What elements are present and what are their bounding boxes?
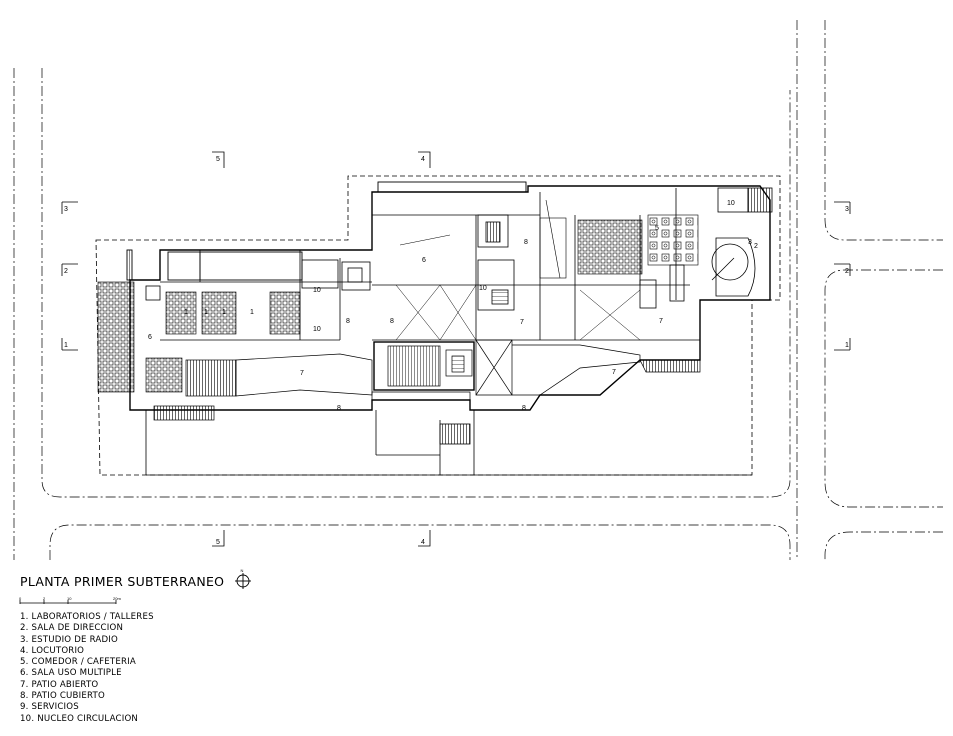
- roof-beams: [126, 181, 527, 281]
- legend-item: 5. COMEDOR / CAFETERIA: [20, 657, 136, 668]
- section-left-2: 2: [64, 268, 68, 275]
- room-label-8a: 8: [346, 318, 350, 325]
- legend-item: 2. SALA DE DIRECCION: [20, 623, 124, 634]
- room-label-6a: 6: [148, 334, 152, 341]
- legend-item: 7. PATIO ABIERTO: [20, 679, 99, 690]
- section-left-1: 1: [64, 342, 68, 349]
- section-right-3: 3: [845, 206, 849, 213]
- room-label-3: 3: [748, 239, 752, 246]
- scale-bar-labels: 0 2 10 20m: [18, 596, 128, 604]
- section-markers: [61, 151, 851, 547]
- legend-item: 3. ESTUDIO DE RADIO: [20, 634, 118, 645]
- round-room: [711, 187, 773, 297]
- room-label-7a: 7: [300, 370, 304, 377]
- legend-item: 6. SALA USO MULTIPLE: [20, 668, 122, 679]
- room-label-5: 5: [655, 225, 659, 232]
- room-label-6b: 6: [422, 257, 426, 264]
- section-top-4: 4: [421, 156, 425, 163]
- legend-item: 8. PATIO CUBIERTO: [20, 691, 105, 702]
- scale-tick-2: 2: [43, 596, 46, 601]
- room-label-7b: 7: [520, 319, 524, 326]
- north-compass-icon: [235, 573, 251, 589]
- legend-item: 9. SERVICIOS: [20, 702, 79, 713]
- room-label-1b: 1: [204, 309, 208, 316]
- room-label-7c: 7: [659, 318, 663, 325]
- ramps: [153, 339, 701, 421]
- section-top-5: 5: [216, 156, 220, 163]
- scale-tick-20m: 20m: [113, 596, 121, 601]
- cafeteria-tables: [539, 199, 699, 279]
- street-curbs: [13, 20, 943, 560]
- room-label-8d: 8: [337, 405, 341, 412]
- scale-tick-0: 0: [19, 596, 22, 601]
- room-label-1c: 1: [222, 309, 226, 316]
- section-bottom-5: 5: [216, 539, 220, 546]
- room-label-1a: 1: [184, 309, 188, 316]
- north-label: N: [241, 568, 244, 573]
- drawing-title: PLANTA PRIMER SUBTERRANEO: [20, 574, 225, 589]
- room-label-10c: 10: [479, 285, 487, 292]
- lab-seating: [97, 281, 301, 393]
- auditorium: [373, 341, 475, 391]
- room-label-2: 2: [754, 243, 758, 250]
- site-boundary: [95, 175, 781, 476]
- building-walls: [129, 185, 771, 411]
- section-left-3: 3: [64, 206, 68, 213]
- room-label-10a: 10: [313, 287, 321, 294]
- section-right-1: 1: [845, 342, 849, 349]
- section-bottom-4: 4: [421, 539, 425, 546]
- legend-item: 10. NUCLEO CIRCULACION: [20, 713, 139, 724]
- section-right-2: 2: [845, 268, 849, 275]
- room-label-10b: 10: [313, 326, 321, 333]
- room-label-8e: 8: [522, 405, 526, 412]
- legend-item: 1. LABORATORIOS / TALLERES: [20, 612, 154, 622]
- patio-diagonals: [395, 234, 641, 341]
- room-label-1d: 1: [250, 309, 254, 316]
- scale-tick-10: 10: [67, 596, 72, 601]
- room-label-7d: 7: [612, 369, 616, 376]
- legend-item: 4. LOCUTORIO: [20, 645, 85, 656]
- service-cores: [145, 214, 685, 445]
- room-label-8b: 8: [390, 318, 394, 325]
- room-legend: 1. LABORATORIOS / TALLERES 2. SALA DE DI…: [20, 612, 154, 725]
- scale-bar: [19, 600, 117, 604]
- room-label-10d: 10: [727, 200, 735, 207]
- room-label-8c: 8: [524, 239, 528, 246]
